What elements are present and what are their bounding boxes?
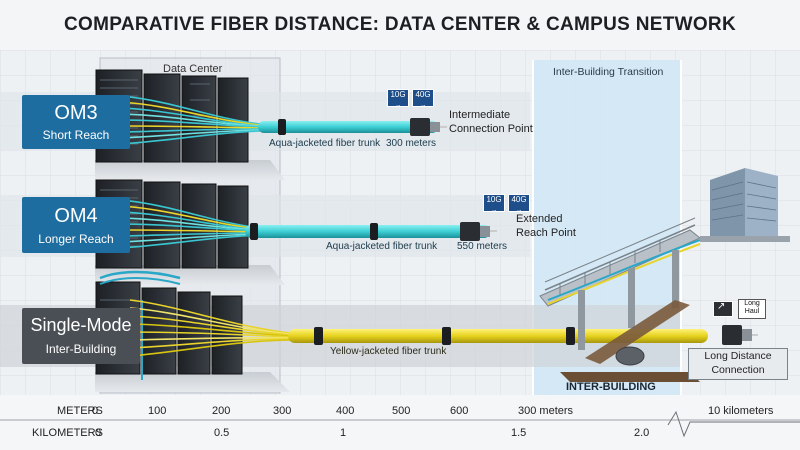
long-haul-badge-line-1: Long <box>744 300 760 307</box>
om4-name: OM4 <box>54 205 98 227</box>
om3-badge-10g-text: 10G <box>390 90 406 99</box>
long-distance-connection-box: Long Distance Connection <box>688 348 788 380</box>
om4-trunk-label: Aqua-jacketed fiber trunk <box>326 241 438 252</box>
single-mode-fiber-fanout <box>129 299 291 357</box>
om4-distance-label: 550 meters <box>457 241 508 252</box>
single-mode-label-box: Single-Mode Inter-Building <box>22 308 140 364</box>
long-distance-label-1: Long Distance <box>704 350 772 362</box>
zone-label-transition: Inter-Building Transition <box>553 66 664 78</box>
scale-km-tick-0-5: 0.5 <box>214 427 230 439</box>
scale-kilometers-label: KILOMETERS <box>32 427 103 439</box>
om3-floor <box>95 160 285 180</box>
om3-endpoint-label-1: Intermediate <box>449 109 511 121</box>
om3-trunk-clip <box>278 119 286 135</box>
om3-fiber-fanout <box>119 95 261 145</box>
om4-badge-10g: 10G → <box>483 194 505 214</box>
scale-meters-tick-10km: 10 kilometers <box>708 405 774 417</box>
long-haul-badge-line-2: Haul <box>744 308 760 315</box>
om4-fiber-fanout <box>119 199 261 249</box>
om3-fiber-connector-icon <box>410 118 447 136</box>
arrow-right-icon: → <box>515 207 523 214</box>
om3-subtitle: Short Reach <box>42 128 110 142</box>
om3-label-box: OM3 Short Reach <box>22 95 130 149</box>
scale-km-tick-1: 1 <box>340 427 347 439</box>
single-mode-fiber-trunk <box>288 329 708 343</box>
arrow-right-icon: → <box>419 102 427 109</box>
arrow-right-icon: → <box>490 207 498 214</box>
om4-badge-40g-text: 40G <box>511 195 527 204</box>
trench-icon <box>560 300 700 382</box>
om3-badge-40g: 40G → <box>412 89 434 109</box>
scale-meters-tick-100: 100 <box>148 405 167 417</box>
zone-label-inter-building: INTER-BUILDING <box>566 381 656 393</box>
scale-km-tick-1-5: 1.5 <box>511 427 527 439</box>
building-icon <box>700 168 790 242</box>
single-mode-trunk-label: Yellow-jacketed fiber trunk <box>330 346 447 357</box>
single-mode-fiber-connector-icon <box>722 325 758 345</box>
page-title: COMPARATIVE FIBER DISTANCE: DATA CENTER … <box>64 14 736 35</box>
single-mode-subtitle: Inter-Building <box>45 342 117 356</box>
scale-meters-tick-300: 300 <box>273 405 292 417</box>
om4-trunk-clip-2 <box>370 223 378 240</box>
sm-trunk-clip-2 <box>442 327 451 345</box>
om3-fiber-trunk <box>258 121 438 133</box>
scale-break-icon <box>667 410 800 438</box>
scale-km-tick-2-0: 2.0 <box>634 427 650 439</box>
sm-trunk-clip-3 <box>566 327 575 345</box>
sm-trunk-clip-1 <box>314 327 323 345</box>
om4-endpoint-label-1: Extended <box>516 213 563 225</box>
single-mode-floor <box>95 372 290 392</box>
long-haul-arrow-icon: ↗ <box>713 301 733 317</box>
long-distance-label-2: Connection <box>711 364 765 376</box>
scale-meters-tick-0: 0 <box>92 405 99 417</box>
om4-endpoint-label-2: Reach Point <box>516 227 576 239</box>
om4-badge-10g-text: 10G <box>486 195 502 204</box>
long-haul-badge: Long Haul <box>738 299 766 319</box>
arrow-right-icon: → <box>394 102 402 109</box>
scale-meters-tick-400: 400 <box>336 405 355 417</box>
om3-trunk-label: Aqua-jacketed fiber trunk <box>269 138 381 149</box>
scale-km-tick-0: 0 <box>95 427 102 439</box>
om4-trunk-clip-1 <box>250 223 258 240</box>
om3-name: OM3 <box>54 102 98 124</box>
scale-meters-tick-600: 600 <box>450 405 469 417</box>
pipe-bridge-icon <box>539 217 701 350</box>
om3-badge-40g-text: 40G <box>415 90 431 99</box>
om4-floor <box>95 265 285 285</box>
om4-fiber-trunk <box>245 225 490 238</box>
om3-endpoint-label-2: Connection Point <box>449 123 533 135</box>
om3-distance-label: 300 meters <box>386 138 437 149</box>
om4-fiber-connector-icon <box>460 222 497 241</box>
scale-background <box>0 395 800 450</box>
single-mode-name: Single-Mode <box>30 315 132 335</box>
scale-meters-label: METERS <box>57 405 103 417</box>
scale-meters-tick-200: 200 <box>212 405 231 417</box>
om4-subtitle: Longer Reach <box>38 232 114 246</box>
scale-meters-tick-300m: 300 meters <box>518 405 574 417</box>
om4-badge-40g: 40G → <box>508 194 530 214</box>
single-mode-server-rack-icon <box>95 270 243 380</box>
zone-label-data-center: Data Center <box>163 63 223 75</box>
om3-badge-10g: 10G → <box>387 89 409 109</box>
scale-meters-tick-500: 500 <box>392 405 411 417</box>
om4-label-box: OM4 Longer Reach <box>22 197 130 253</box>
